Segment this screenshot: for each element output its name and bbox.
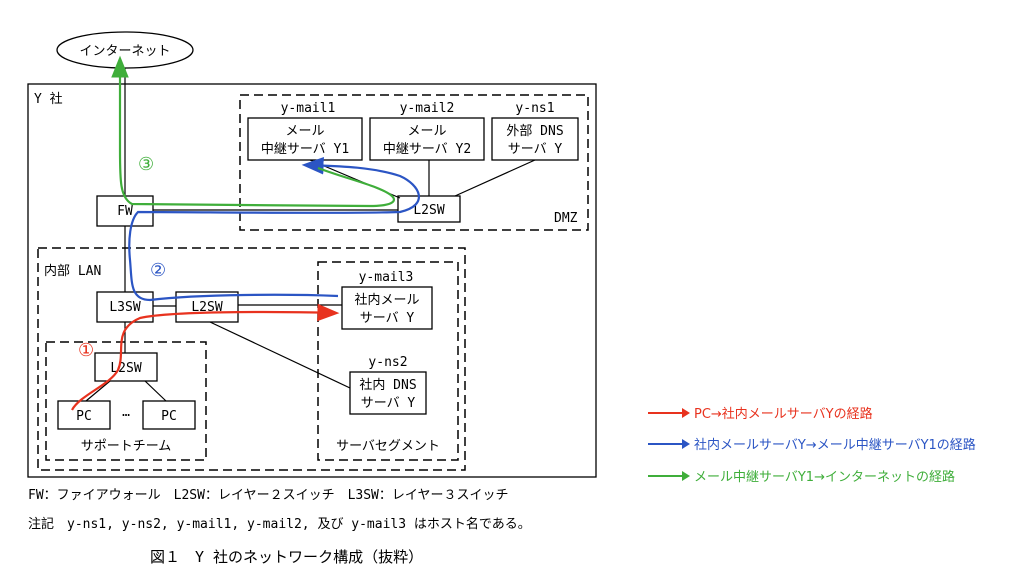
legend-route-1-text: PC→社内メールサーバYの経路 [694,407,873,422]
host-y-ns2: y-ns2 [368,355,407,370]
external-dns-box [491,117,579,161]
route-2-marker: ② [150,260,166,281]
l3sw-label: L3SW [109,300,140,315]
legend-arrow-blue-icon [648,438,690,449]
internal-lan-zone [37,247,466,471]
host-y-mail2: y-mail2 [400,101,455,116]
link-l2sw-ns1 [454,159,536,197]
legend-route-2: 社内メールサーバY→メール中継サーバY1の経路 [648,434,976,453]
pc-1-label: PC [76,409,92,424]
internet-label: インターネット [79,44,170,59]
legend-route-3-text: メール中継サーバY1→インターネットの経路 [694,470,955,485]
abbreviation-note: FW：ファイアウォール L2SW：レイヤー２スイッチ L3SW：レイヤー３スイッ… [28,488,509,503]
legend-route-3: メール中継サーバY1→インターネットの経路 [648,466,955,485]
link-support-pc1 [85,380,111,402]
legend-route-1: PC→社内メールサーバYの経路 [648,403,873,422]
route-1-path [71,303,340,411]
host-y-mail1: y-mail1 [281,101,336,116]
server-segment-zone [317,261,459,461]
company-boundary [27,83,597,478]
legend-arrow-green-icon [648,470,690,481]
dmz-label: DMZ [554,211,578,226]
server-segment-label: サーバセグメント [336,439,440,454]
relay-server-y2-line2: 中継サーバ Y2 [383,142,471,157]
pc-2-label: PC [161,409,177,424]
dmz-l2sw-label: L2SW [413,203,444,218]
support-team-zone [45,341,207,461]
legend-arrow-red-icon [648,407,690,418]
internal-lan-label: 内部 LAN [44,263,101,279]
support-l2sw-label: L2SW [110,361,141,376]
internal-dns-line1: 社内 DNS [359,377,416,393]
legend-route-2-text: 社内メールサーバY→メール中継サーバY1の経路 [694,438,976,453]
route-3-path [111,55,396,208]
relay-server-y1-line2: 中継サーバ Y1 [261,142,349,157]
external-dns-line1: 外部 DNS [506,124,563,139]
route-2-path [128,156,421,302]
internal-mail-line1: 社内メール [354,292,419,308]
pc-ellipsis: … [122,405,130,420]
internal-dns-box [349,371,427,415]
internal-mail-line2: サーバ Y [360,311,415,326]
support-team-label: サポートチーム [81,439,172,454]
route-3-marker: ③ [138,154,154,175]
host-y-ns1: y-ns1 [515,101,554,116]
pc-1-box [57,400,111,430]
pc-2-box [142,400,196,430]
host-note: 注記 y-ns1, y-ns2, y-mail1, y-mail2, 及び y-… [28,517,531,532]
relay-server-y1-line1: メール [285,124,324,139]
external-dns-line2: サーバ Y [508,142,563,157]
relay-server-y1-box [247,117,363,161]
link-l2sw-ns2 [209,321,351,389]
link-support-pc2 [144,380,167,402]
route-1-marker: ① [78,340,94,361]
internal-dns-line2: サーバ Y [361,396,416,411]
relay-server-y2-line1: メール [407,124,446,139]
lan-l2sw-label: L2SW [191,300,222,315]
support-l2sw-box [94,352,158,382]
relay-server-y2-box [369,117,485,161]
host-y-mail3: y-mail3 [359,270,414,285]
company-label: Y 社 [34,91,63,107]
fw-label: FW [117,204,133,219]
dmz-zone [239,94,589,231]
figure-title: 図１ Y 社のネットワーク構成（抜粋） [150,548,424,566]
internal-mail-box [341,286,433,330]
